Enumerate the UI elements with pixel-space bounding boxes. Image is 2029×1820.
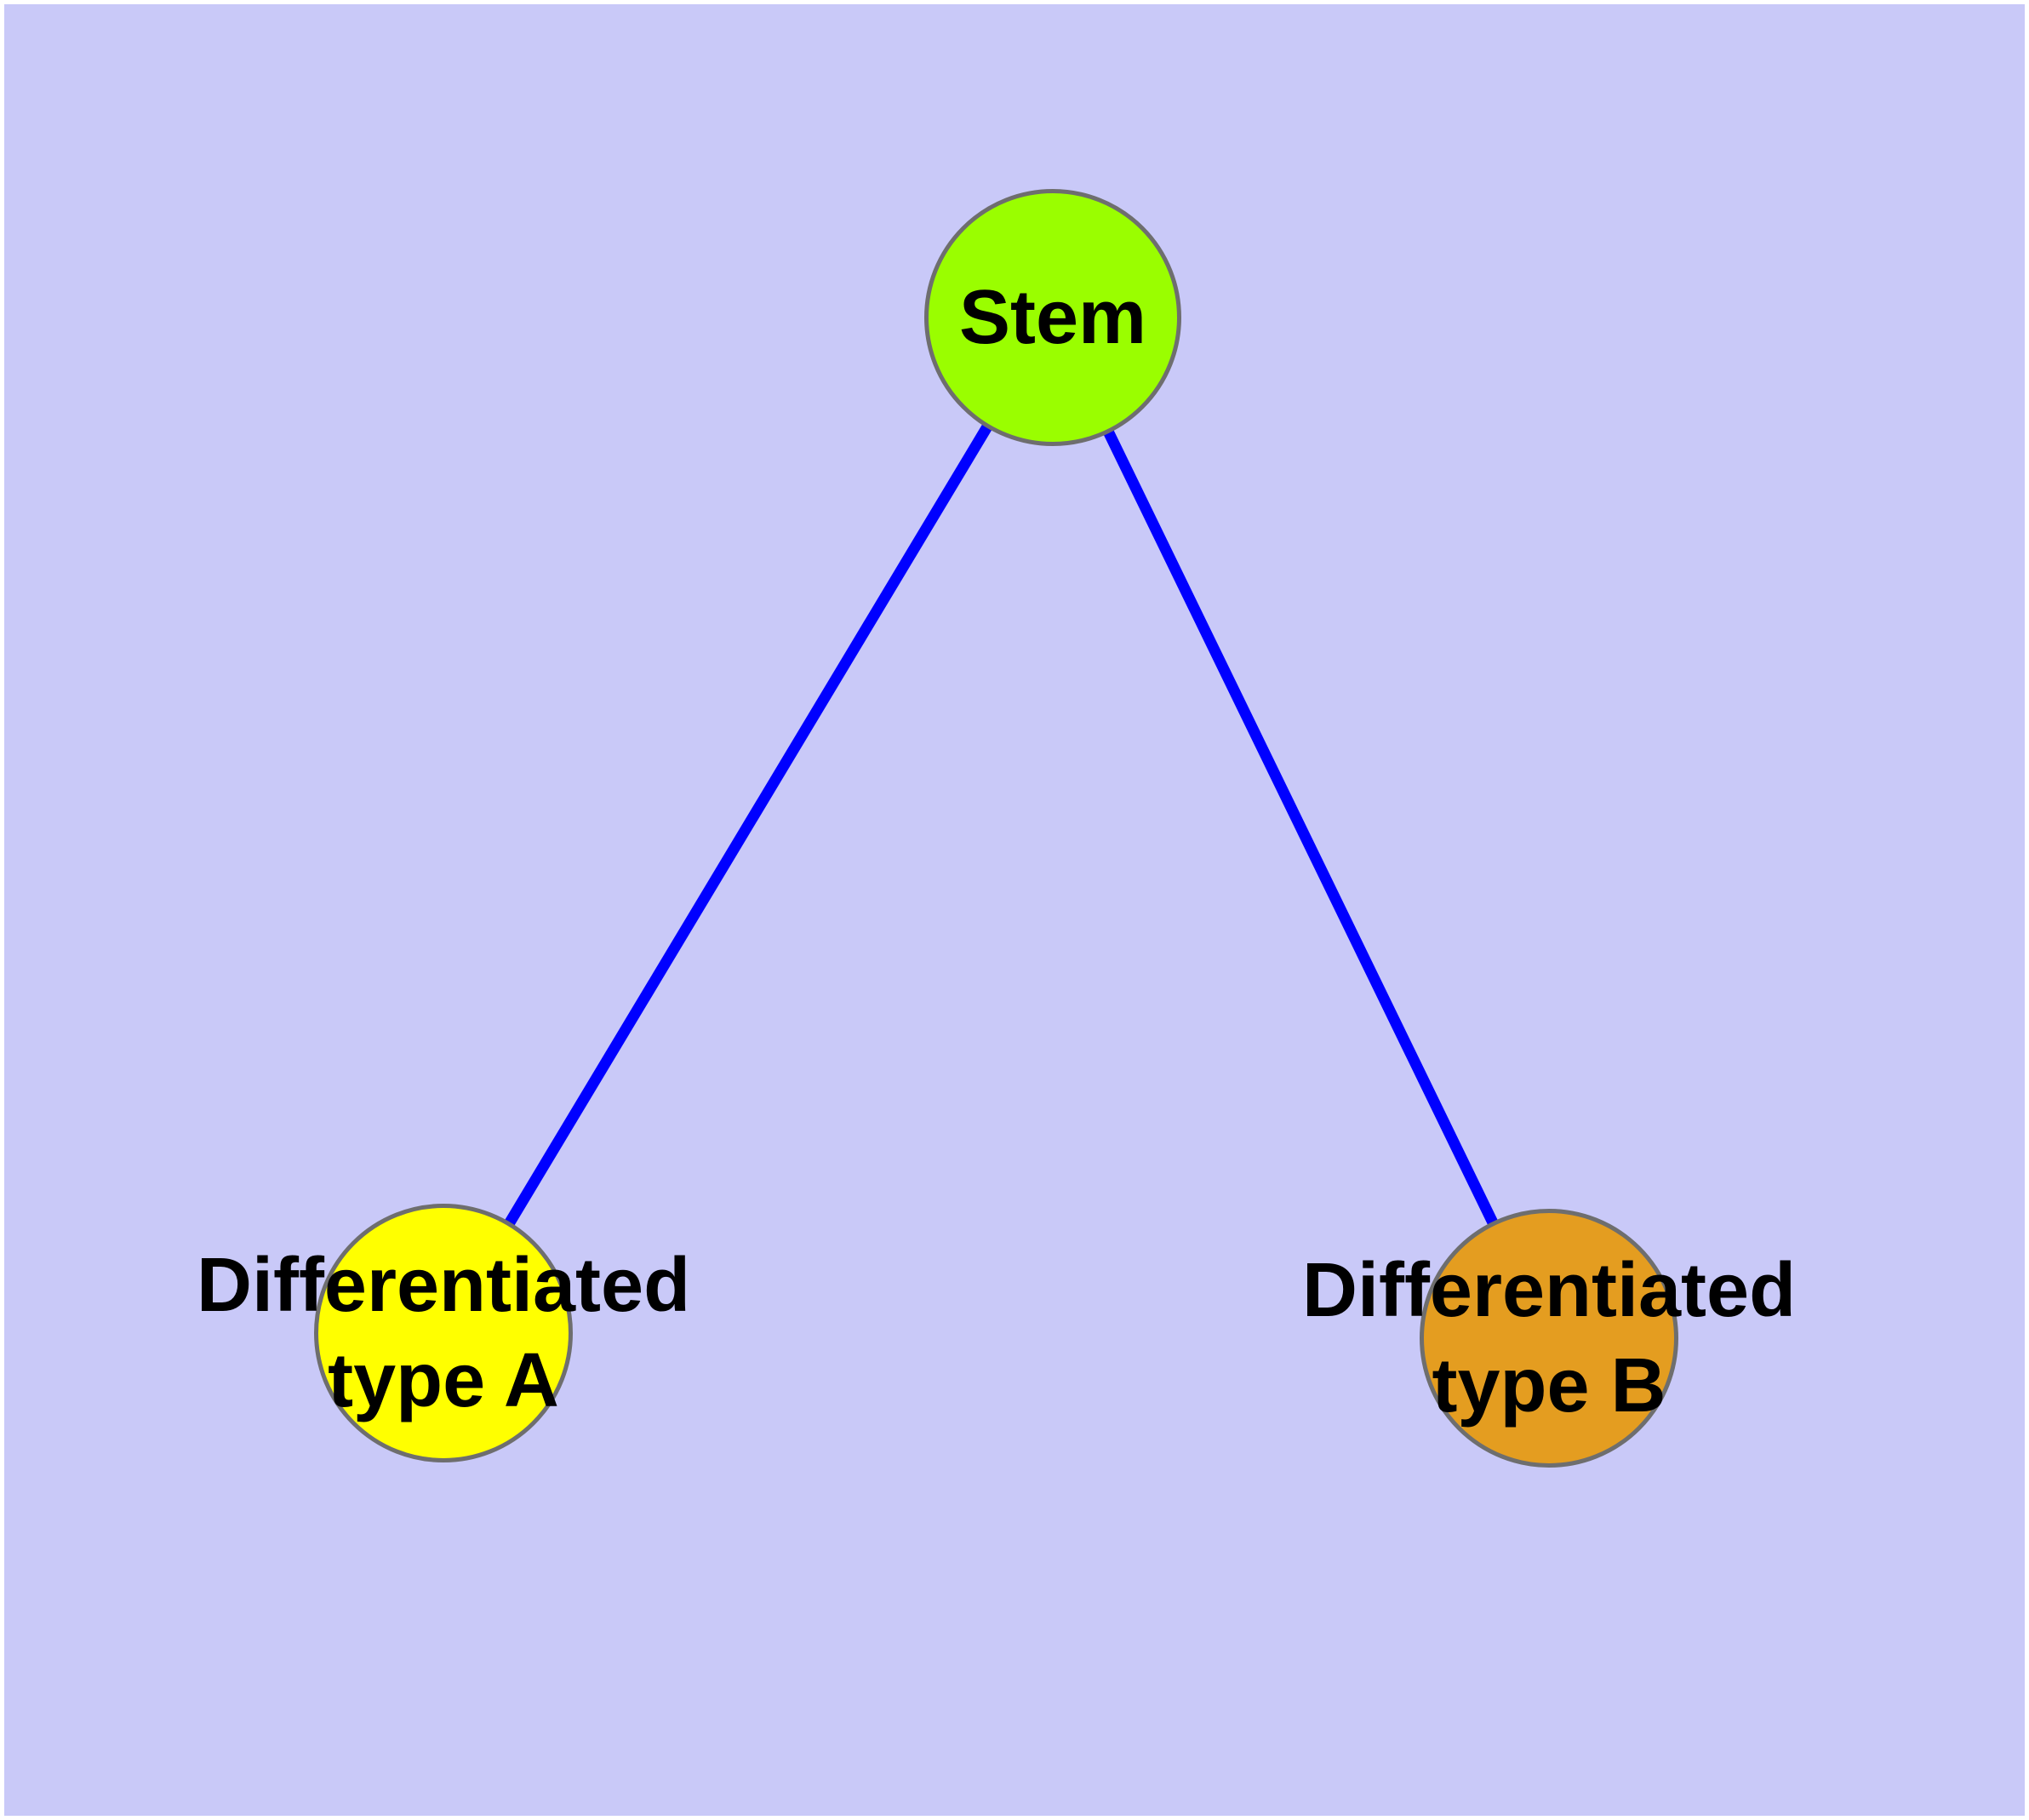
node-differentiated-type-a-label-line-1: Differentiated <box>196 1243 691 1328</box>
node-differentiated-type-a: Differentiated type A <box>197 1204 690 1462</box>
node-differentiated-type-a-label: Differentiated type A <box>197 1238 690 1428</box>
node-differentiated-type-b-label: Differentiated type B <box>1302 1243 1796 1434</box>
node-differentiated-type-b: Differentiated type B <box>1302 1209 1796 1468</box>
node-stem: Stem <box>924 189 1181 446</box>
node-differentiated-type-b-label-line-2: type B <box>1432 1343 1666 1428</box>
node-differentiated-type-b-label-line-1: Differentiated <box>1301 1248 1797 1333</box>
edge-stem-to-type-b <box>1048 315 1554 1341</box>
node-differentiated-type-a-label-line-2: type A <box>328 1338 559 1423</box>
node-stem-label-line: Stem <box>958 275 1147 360</box>
node-stem-label: Stem <box>959 270 1146 365</box>
edge-stem-to-type-a <box>438 314 1058 1336</box>
